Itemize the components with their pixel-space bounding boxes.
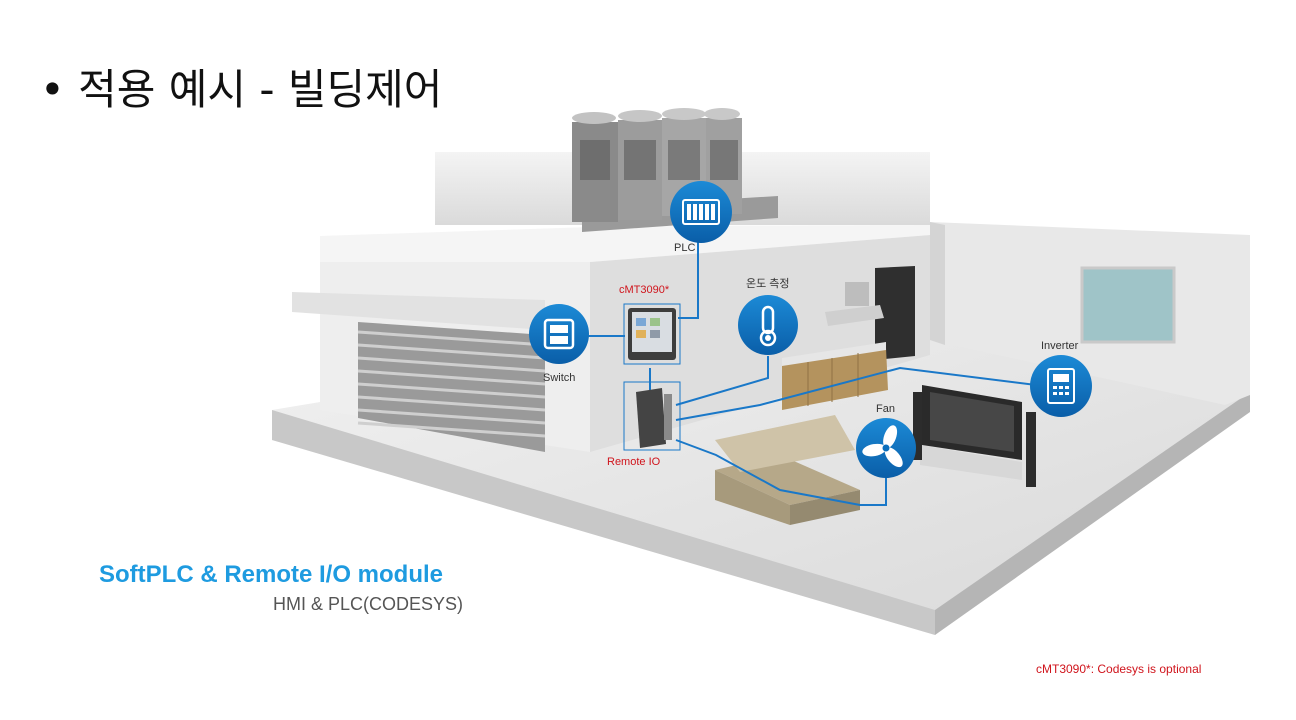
- hmi-label: cMT3090*: [619, 284, 670, 296]
- speaker-left: [913, 392, 922, 460]
- temperature-label: 온도 측정: [746, 278, 790, 290]
- kitchen-cabinets: [782, 342, 888, 410]
- building-roof: [320, 225, 930, 262]
- subline: HMI & PLC(CODESYS): [273, 594, 464, 614]
- speaker-right: [1026, 412, 1036, 487]
- switch-icon: [543, 318, 575, 350]
- inverter-node[interactable]: [1030, 355, 1092, 417]
- side-wall: [930, 222, 945, 345]
- hmi-panel: [623, 303, 681, 365]
- wiring: [585, 236, 1061, 506]
- ground-slab-front-edge: [272, 410, 935, 635]
- canopy: [292, 292, 545, 330]
- fan-label: Fan: [876, 403, 895, 415]
- sofa: [715, 415, 860, 525]
- remote-io-label: Remote IO: [607, 456, 661, 468]
- ground-slab-right-edge: [935, 392, 1250, 635]
- inverter-icon: [1047, 368, 1075, 404]
- doorway: [875, 266, 915, 360]
- switch-label: Switch: [543, 372, 576, 384]
- thermometer-icon: [759, 305, 777, 347]
- television: [920, 385, 1022, 480]
- headline: SoftPLC & Remote I/O module: [99, 561, 444, 588]
- temperature-node[interactable]: [738, 295, 798, 355]
- remote-io-module: [623, 381, 681, 451]
- footnote: cMT3090*: Codesys is optional: [1036, 662, 1202, 676]
- range-hood: [825, 282, 884, 326]
- garage-shutter: [357, 322, 546, 452]
- page-title: • 적용 예시 - 빌딩제어: [40, 65, 443, 114]
- fan-node[interactable]: [856, 418, 916, 478]
- switch-node[interactable]: [529, 304, 589, 364]
- inverter-label: Inverter: [1041, 340, 1079, 352]
- window: [1080, 266, 1176, 344]
- fan-icon: [862, 425, 903, 468]
- plc-rack-icon: [682, 199, 720, 225]
- plc-label: PLC: [674, 242, 696, 254]
- plc-node[interactable]: [670, 181, 732, 243]
